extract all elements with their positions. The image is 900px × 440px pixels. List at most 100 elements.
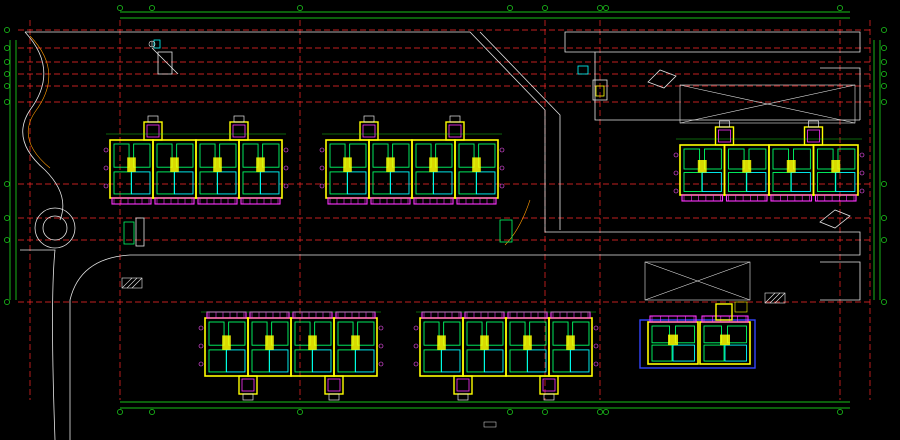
- grid-bubble-icon: [597, 5, 603, 11]
- unit-room: [746, 172, 767, 192]
- unit-core: [472, 157, 481, 172]
- unit-room: [156, 143, 173, 168]
- tree-icon: [283, 165, 289, 171]
- unit-balcony: [456, 197, 497, 205]
- building-south-east: [639, 303, 756, 369]
- unit-room: [271, 321, 289, 346]
- unit-core: [256, 157, 265, 172]
- grid-bubble-icon: [881, 59, 887, 65]
- unit-room: [312, 349, 332, 373]
- unit-room: [817, 148, 834, 170]
- unit-room: [314, 321, 332, 346]
- tree-icon: [593, 343, 599, 349]
- unit-core: [742, 160, 752, 173]
- unit-room: [509, 321, 526, 346]
- unit-room: [199, 143, 216, 168]
- grid-bubble-icon: [4, 215, 10, 221]
- unit-room: [355, 349, 375, 373]
- unit-room: [552, 321, 569, 346]
- unit-room: [484, 349, 504, 373]
- unit-room: [269, 349, 289, 373]
- unit-core: [480, 335, 489, 350]
- unit-room: [703, 344, 725, 362]
- tree-icon: [499, 165, 505, 171]
- unit-balcony: [770, 194, 813, 202]
- unit-room: [262, 143, 280, 168]
- grid-bubble-icon: [837, 409, 843, 415]
- unit-room: [772, 148, 790, 170]
- axis-grid: [18, 20, 872, 400]
- unit-balcony: [701, 315, 749, 323]
- stair-tower: [715, 303, 733, 321]
- unit-balcony: [327, 197, 368, 205]
- unit-room: [131, 171, 151, 195]
- tree-icon: [859, 170, 865, 176]
- grid-bubble-icon: [297, 5, 303, 11]
- tree-icon: [859, 152, 865, 158]
- kiosk-middle-gate: [499, 219, 513, 243]
- unit-room: [443, 321, 461, 346]
- grid-bubble-icon: [881, 181, 887, 187]
- entrance-canopy: [328, 393, 340, 401]
- grid-bubble-icon: [603, 409, 609, 415]
- unit-room: [837, 148, 856, 170]
- tree-icon: [283, 147, 289, 153]
- grid-bubble-icon: [881, 237, 887, 243]
- unit-room: [817, 172, 836, 192]
- grid-bubble-icon: [507, 409, 513, 415]
- grid-bubble-icon: [881, 83, 887, 89]
- tree-icon: [413, 343, 419, 349]
- unit-room: [208, 321, 225, 346]
- stair-landing: [448, 124, 462, 138]
- unit-room: [466, 321, 483, 346]
- stair-landing: [241, 378, 255, 392]
- stair-landing: [362, 124, 376, 138]
- tree-icon: [413, 325, 419, 331]
- grid-bubble-icon: [117, 409, 123, 415]
- tree-icon: [593, 325, 599, 331]
- unit-room: [701, 172, 722, 192]
- grid-bubble-icon: [4, 237, 10, 243]
- grid-bubble-icon: [4, 45, 10, 51]
- building-south-west: [198, 311, 384, 401]
- unit-room: [793, 148, 811, 170]
- residential-buildings: [103, 115, 865, 401]
- tree-icon: [103, 183, 109, 189]
- unit-room: [728, 172, 747, 192]
- unit-core: [343, 157, 352, 172]
- grid-bubble-icon: [4, 27, 10, 33]
- unit-core: [437, 335, 446, 350]
- unit-room: [390, 171, 410, 195]
- grid-bubble-icon: [149, 5, 155, 11]
- unit-room: [217, 171, 237, 195]
- tree-icon: [499, 183, 505, 189]
- grid-bubble-icon: [881, 27, 887, 33]
- unit-room: [478, 143, 496, 168]
- unit-core: [566, 335, 575, 350]
- entrance-canopy: [543, 393, 555, 401]
- grid-bubble-icon: [542, 5, 548, 11]
- unit-core: [386, 157, 395, 172]
- unit-room: [251, 321, 268, 346]
- unit-room: [294, 321, 311, 346]
- unit-core: [429, 157, 438, 172]
- stair-landing: [327, 378, 341, 392]
- unit-core: [265, 335, 274, 350]
- unit-room: [683, 148, 701, 170]
- entrance-canopy: [457, 393, 469, 401]
- unit-balcony: [240, 197, 281, 205]
- grid-bubble-icon: [881, 45, 887, 51]
- unit-core: [523, 335, 532, 350]
- grid-bubble-icon: [297, 409, 303, 415]
- unit-room: [748, 148, 767, 170]
- grid-bubble-icon: [881, 215, 887, 221]
- building-north-west: [103, 115, 289, 205]
- unit-room: [226, 349, 246, 373]
- stair-landing: [807, 129, 820, 143]
- kiosk-top-middle: [577, 65, 608, 101]
- grid-bubbles: [4, 5, 887, 415]
- grid-bubble-icon: [4, 71, 10, 77]
- unit-room: [672, 344, 695, 362]
- unit-core: [213, 157, 222, 172]
